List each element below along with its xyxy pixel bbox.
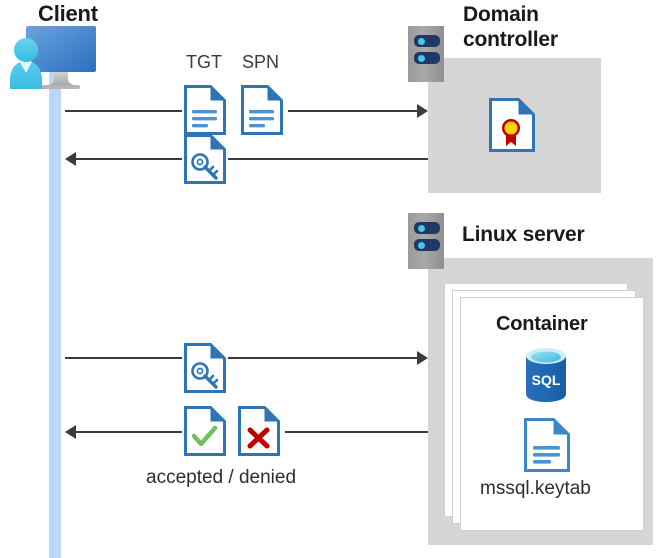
presented-ticket-key-document-icon	[184, 343, 226, 393]
user-at-monitor-icon	[8, 24, 108, 90]
accepted-check-document-icon	[184, 406, 226, 456]
linux-server-label: Linux server	[462, 223, 585, 246]
tgt-document-icon	[184, 85, 226, 135]
container-label: Container	[496, 313, 588, 335]
message-line-result-right	[285, 431, 428, 433]
service-ticket-key-document-icon	[184, 134, 226, 184]
domain-controller-label-line1: Domain	[463, 3, 539, 26]
message-line-tgt-spn-left	[65, 110, 182, 112]
message-line-ticket-left	[76, 158, 182, 160]
container-card-front[interactable]	[460, 297, 644, 531]
client-lifeline	[49, 62, 61, 558]
sql-database-icon: SQL	[522, 347, 570, 403]
keytab-document-icon	[524, 418, 570, 472]
message-line-tgt-spn-right	[288, 110, 417, 112]
message-arrowhead-ticket-to-client	[65, 152, 76, 166]
message-line-ticket-right	[228, 158, 428, 160]
domain-controller-server-rack-icon	[408, 26, 444, 82]
client-label: Client	[38, 1, 98, 26]
message-arrowhead-result-to-client	[65, 425, 76, 439]
spn-document-icon	[241, 85, 283, 135]
tgt-label: TGT	[186, 52, 222, 72]
domain-controller-label: Domain controller	[463, 2, 558, 52]
message-arrowhead-present	[417, 351, 428, 365]
keytab-label: mssql.keytab	[480, 478, 591, 499]
linux-server-server-rack-icon	[408, 213, 444, 269]
denied-cross-document-icon	[238, 406, 280, 456]
message-line-result-left	[76, 431, 182, 433]
spn-label: SPN	[242, 52, 280, 72]
message-line-present-right	[228, 357, 417, 359]
auth-result-caption: accepted / denied	[146, 467, 297, 488]
certificate-document-icon	[489, 98, 535, 152]
sql-icon-text: SQL	[532, 372, 561, 388]
message-line-present-left	[65, 357, 182, 359]
domain-controller-label-line2: controller	[463, 28, 558, 51]
message-arrowhead-tgt-spn	[417, 104, 428, 118]
